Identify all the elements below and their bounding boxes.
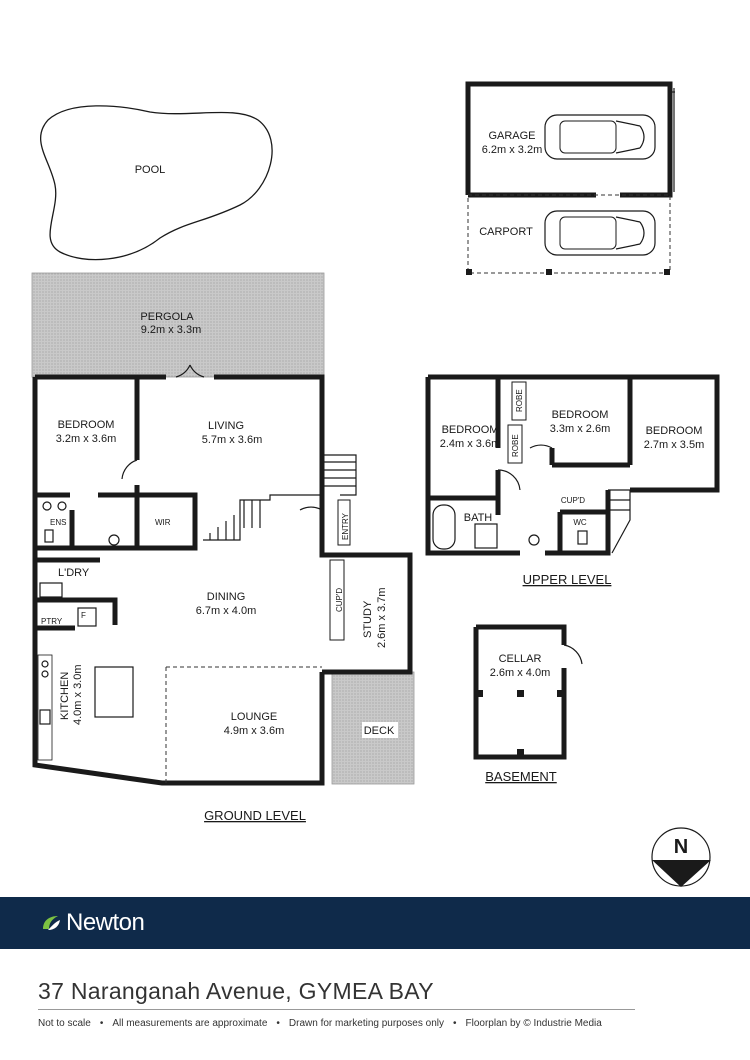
ground-level-title: GROUND LEVEL bbox=[204, 808, 306, 823]
bedroom-up1-label: BEDROOM bbox=[442, 424, 499, 436]
ldry-label: L'DRY bbox=[58, 567, 90, 579]
cellar-dims: 2.6m x 4.0m bbox=[490, 667, 551, 679]
cupd-up-label: CUP'D bbox=[561, 496, 585, 505]
living-dims: 5.7m x 3.6m bbox=[202, 434, 263, 446]
brand-logo[interactable]: Newton bbox=[40, 909, 145, 937]
brand-banner: Newton bbox=[0, 897, 750, 949]
disclaimer-separator: • bbox=[453, 1018, 457, 1029]
disclaimer-item: Drawn for marketing purposes only bbox=[288, 1018, 444, 1029]
bedroom-up3-dims: 2.7m x 3.5m bbox=[644, 439, 705, 451]
divider bbox=[38, 1009, 635, 1010]
wc-label: WC bbox=[573, 518, 587, 527]
cupd-study-label: CUP'D bbox=[335, 588, 344, 612]
disclaimer: Not to scale • All measurements are appr… bbox=[38, 1018, 602, 1029]
compass-north-icon: N bbox=[651, 827, 711, 887]
kitchen-dims: 4.0m x 3.0m bbox=[72, 664, 84, 725]
fridge-label: F bbox=[81, 611, 86, 620]
ground-level: BEDROOM 3.2m x 3.6m LIVING 5.7m x 3.6m E… bbox=[32, 364, 413, 823]
bedroom-ground-dims: 3.2m x 3.6m bbox=[56, 433, 117, 445]
ptry-label: PTRY bbox=[41, 617, 63, 626]
robe2-label: ROBE bbox=[511, 434, 520, 457]
compass-label: N bbox=[674, 836, 688, 858]
bedroom-up1-dims: 2.4m x 3.6m bbox=[440, 438, 501, 450]
bath-label: BATH bbox=[464, 512, 493, 524]
pool: POOL bbox=[40, 105, 273, 261]
living-label: LIVING bbox=[208, 420, 244, 432]
study-label: STUDY bbox=[362, 600, 374, 638]
bedroom-up2-label: BEDROOM bbox=[552, 409, 609, 421]
bedroom-up3-label: BEDROOM bbox=[646, 425, 703, 437]
wir-label: WIR bbox=[155, 518, 171, 527]
deck-label: DECK bbox=[364, 725, 395, 737]
pergola-label: PERGOLA bbox=[140, 311, 194, 323]
basement-level: CELLAR 2.6m x 4.0m BASEMENT bbox=[473, 624, 583, 784]
pool-label: POOL bbox=[135, 164, 166, 176]
property-address: 37 Naranganah Avenue, GYMEA BAY bbox=[38, 978, 434, 1004]
cellar-label: CELLAR bbox=[499, 653, 542, 665]
kitchen-label: KITCHEN bbox=[59, 672, 71, 720]
entry-label: ENTRY bbox=[341, 512, 350, 540]
car-icon bbox=[544, 114, 656, 160]
garage-dims: 6.2m x 3.2m bbox=[482, 144, 543, 156]
bedroom-up2-dims: 3.3m x 2.6m bbox=[550, 423, 611, 435]
garage-carport: GARAGE 6.2m x 3.2m CARPORT bbox=[465, 81, 675, 275]
pergola-dims: 9.2m x 3.3m bbox=[141, 324, 202, 336]
upper-level: BEDROOM 2.4m x 3.6m BEDROOM 3.3m x 2.6m … bbox=[425, 374, 720, 587]
lounge-label: LOUNGE bbox=[231, 711, 277, 723]
disclaimer-item: Floorplan by © Industrie Media bbox=[465, 1018, 602, 1029]
disclaimer-item: Not to scale bbox=[38, 1018, 91, 1029]
robe1-label: ROBE bbox=[515, 389, 524, 412]
upper-level-title: UPPER LEVEL bbox=[523, 572, 612, 587]
car-icon bbox=[544, 210, 656, 256]
basement-title: BASEMENT bbox=[485, 769, 557, 784]
newton-swoosh-icon bbox=[43, 916, 60, 930]
study-dims: 2.6m x 3.7m bbox=[376, 587, 388, 648]
lounge-dims: 4.9m x 3.6m bbox=[224, 725, 285, 737]
disclaimer-separator: • bbox=[99, 1018, 104, 1029]
garage-label: GARAGE bbox=[488, 130, 535, 142]
disclaimer-item: All measurements are approximate bbox=[112, 1018, 268, 1029]
ens-label: ENS bbox=[50, 518, 66, 527]
disclaimer-separator: • bbox=[276, 1018, 280, 1029]
floor-plan: POOL GARAGE 6.2m x 3.2m CARPORT bbox=[31, 81, 720, 887]
brand-name: Newton bbox=[66, 909, 145, 936]
bedroom-ground-label: BEDROOM bbox=[58, 419, 115, 431]
pergola: PERGOLA 9.2m x 3.3m bbox=[31, 272, 325, 378]
carport-label: CARPORT bbox=[479, 226, 533, 238]
deck: DECK bbox=[331, 671, 415, 785]
dining-label: DINING bbox=[207, 591, 246, 603]
dining-dims: 6.7m x 4.0m bbox=[196, 605, 257, 617]
